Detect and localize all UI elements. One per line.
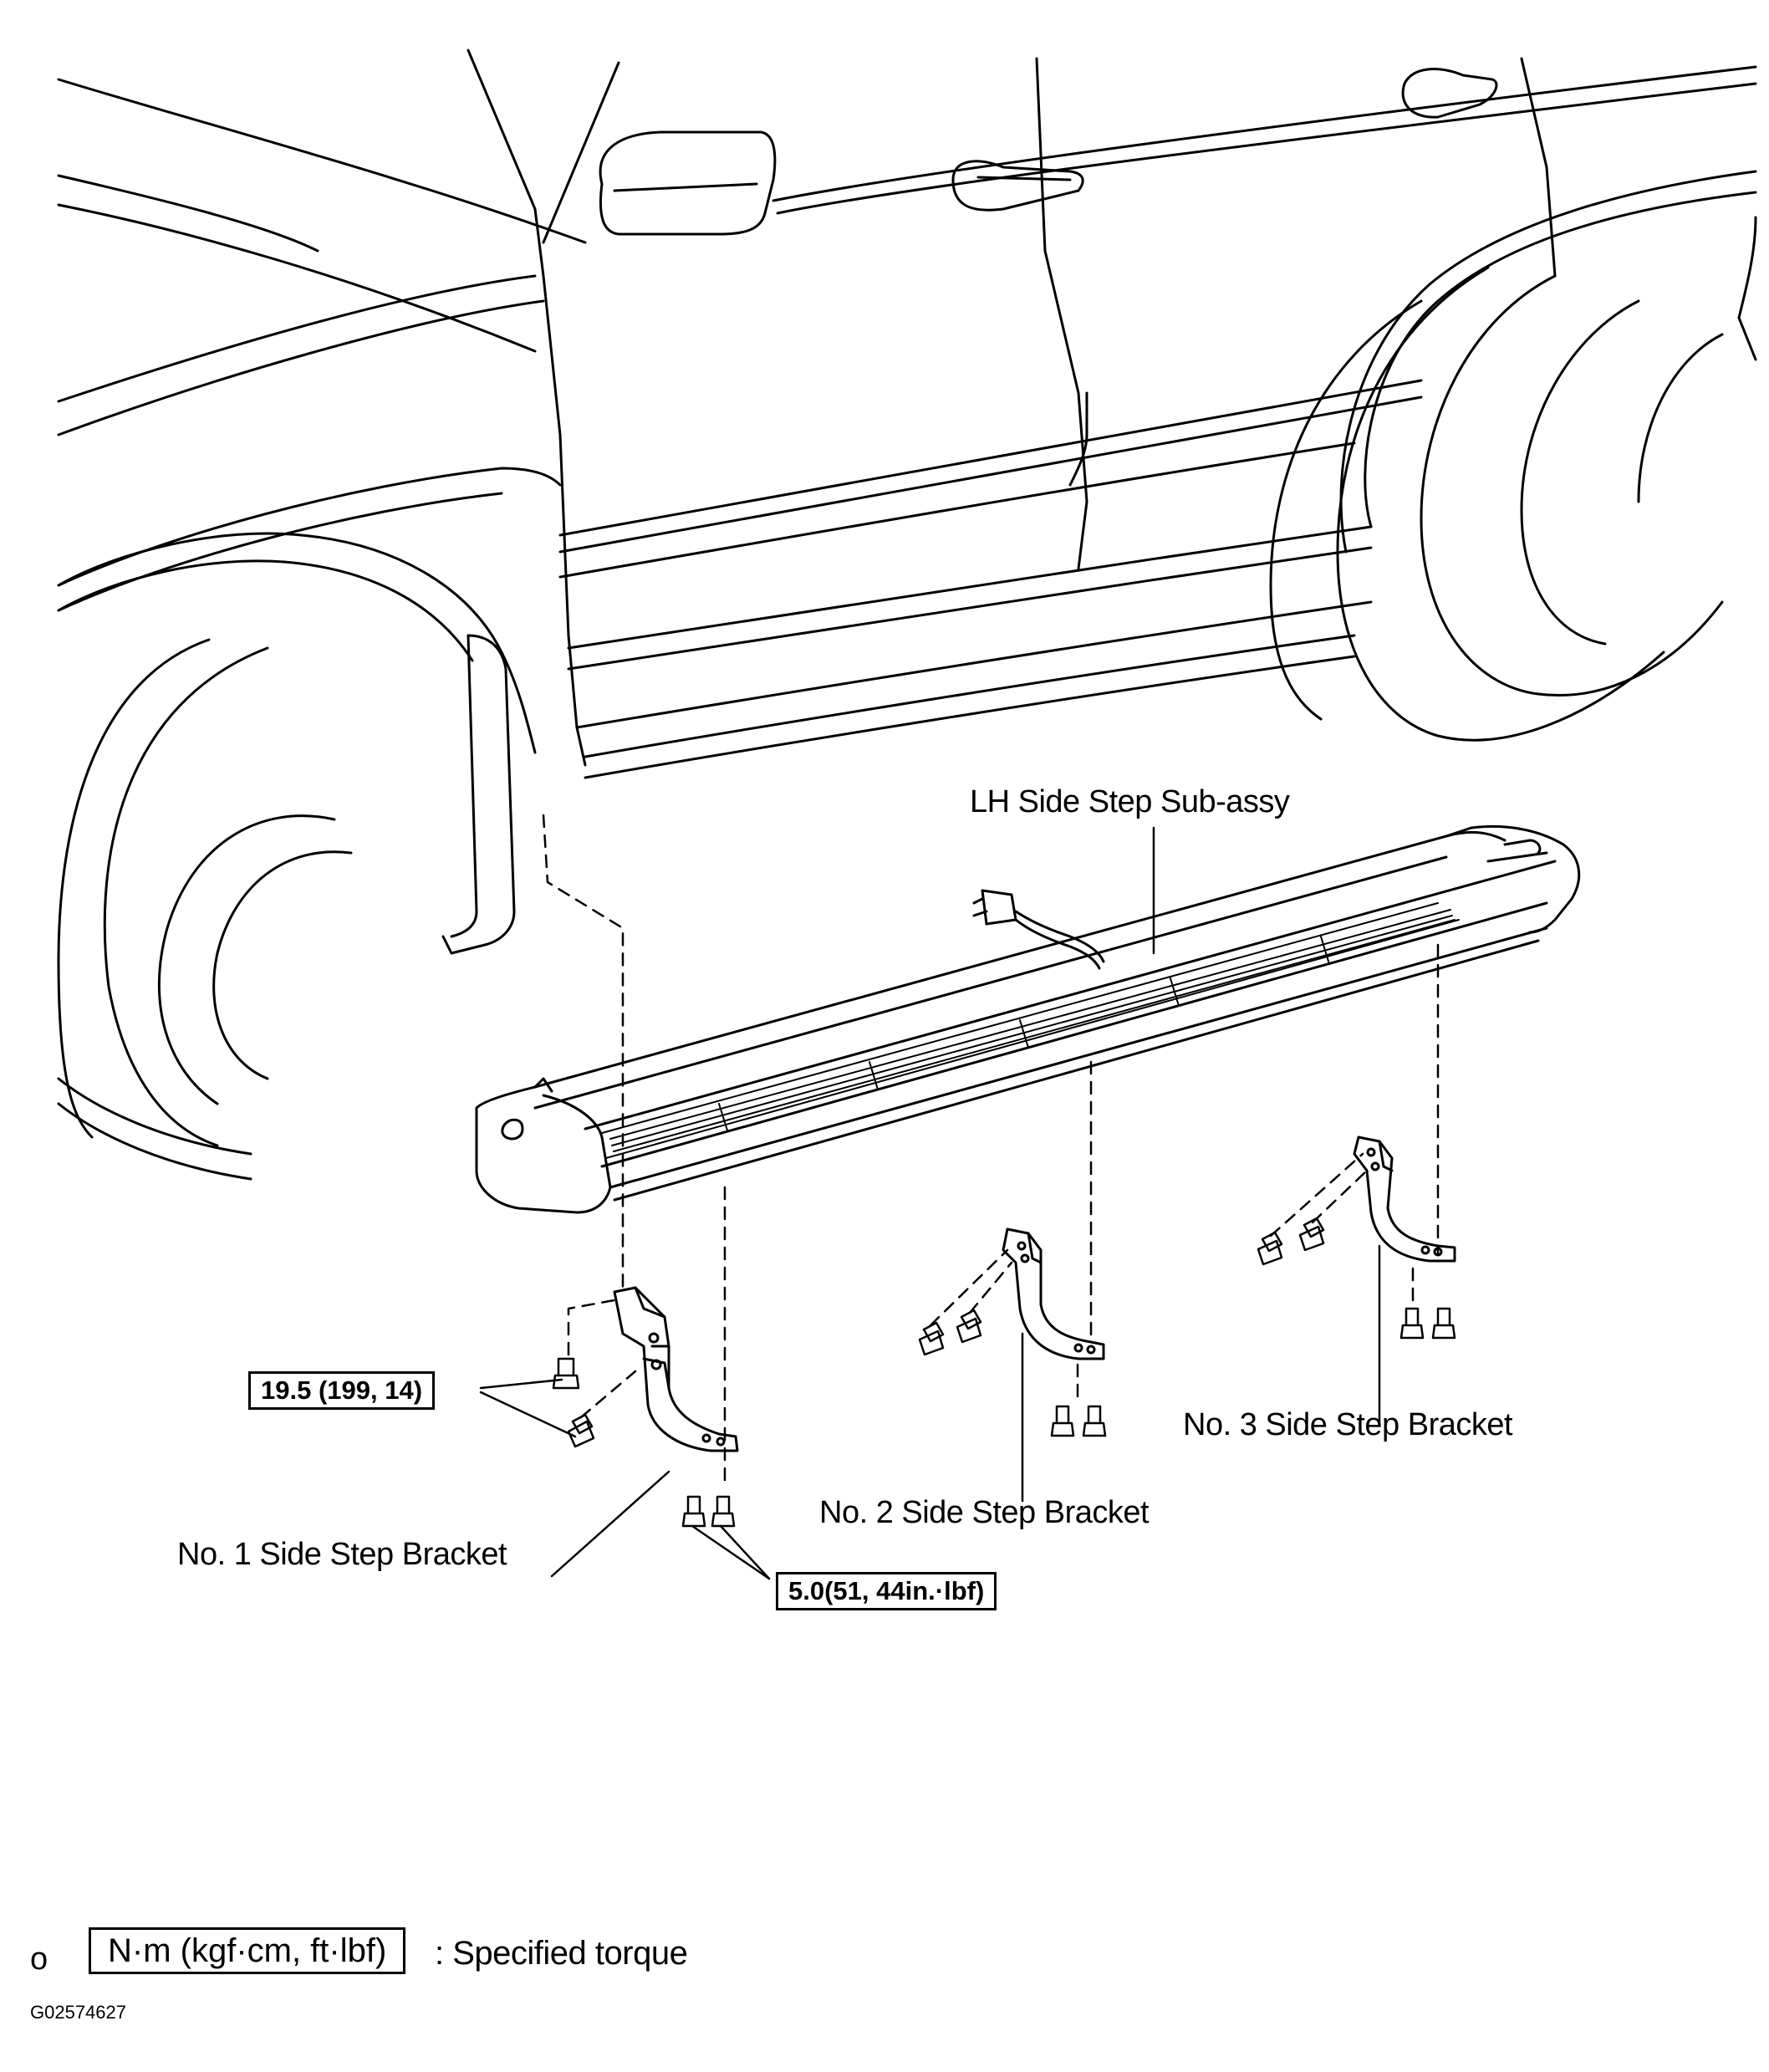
legend-description: : Specified torque <box>435 1935 688 1972</box>
vehicle-body <box>57 48 1757 1181</box>
bracket-2-label: No. 2 Side Step Bracket <box>819 1495 1150 1530</box>
tread-pads <box>601 902 1460 1159</box>
figure-code: G02574627 <box>30 2002 126 2023</box>
alignment-lines <box>542 814 1440 1482</box>
bracket-1-label: No. 1 Side Step Bracket <box>177 1537 507 1572</box>
side-step-label: LH Side Step Sub-assy <box>970 784 1290 819</box>
legend-torque-unit-box: N·m (kgf·cm, ft·lbf) <box>89 1927 406 1974</box>
bracket-3-label: No. 3 Side Step Bracket <box>1183 1407 1513 1442</box>
bracket-2 <box>1002 1227 1105 1360</box>
bolts <box>552 1217 1456 1528</box>
legend-marker: o <box>30 1942 48 1977</box>
torque-spec-upper: 19.5 (199, 14) <box>248 1371 436 1410</box>
bracket-1 <box>613 1286 739 1452</box>
torque-spec-lower: 5.0(51, 44in.·lbf) <box>776 1572 997 1610</box>
bracket-3 <box>1353 1136 1456 1263</box>
leader-lines <box>479 826 1381 1580</box>
side-step-body <box>475 824 1581 1214</box>
